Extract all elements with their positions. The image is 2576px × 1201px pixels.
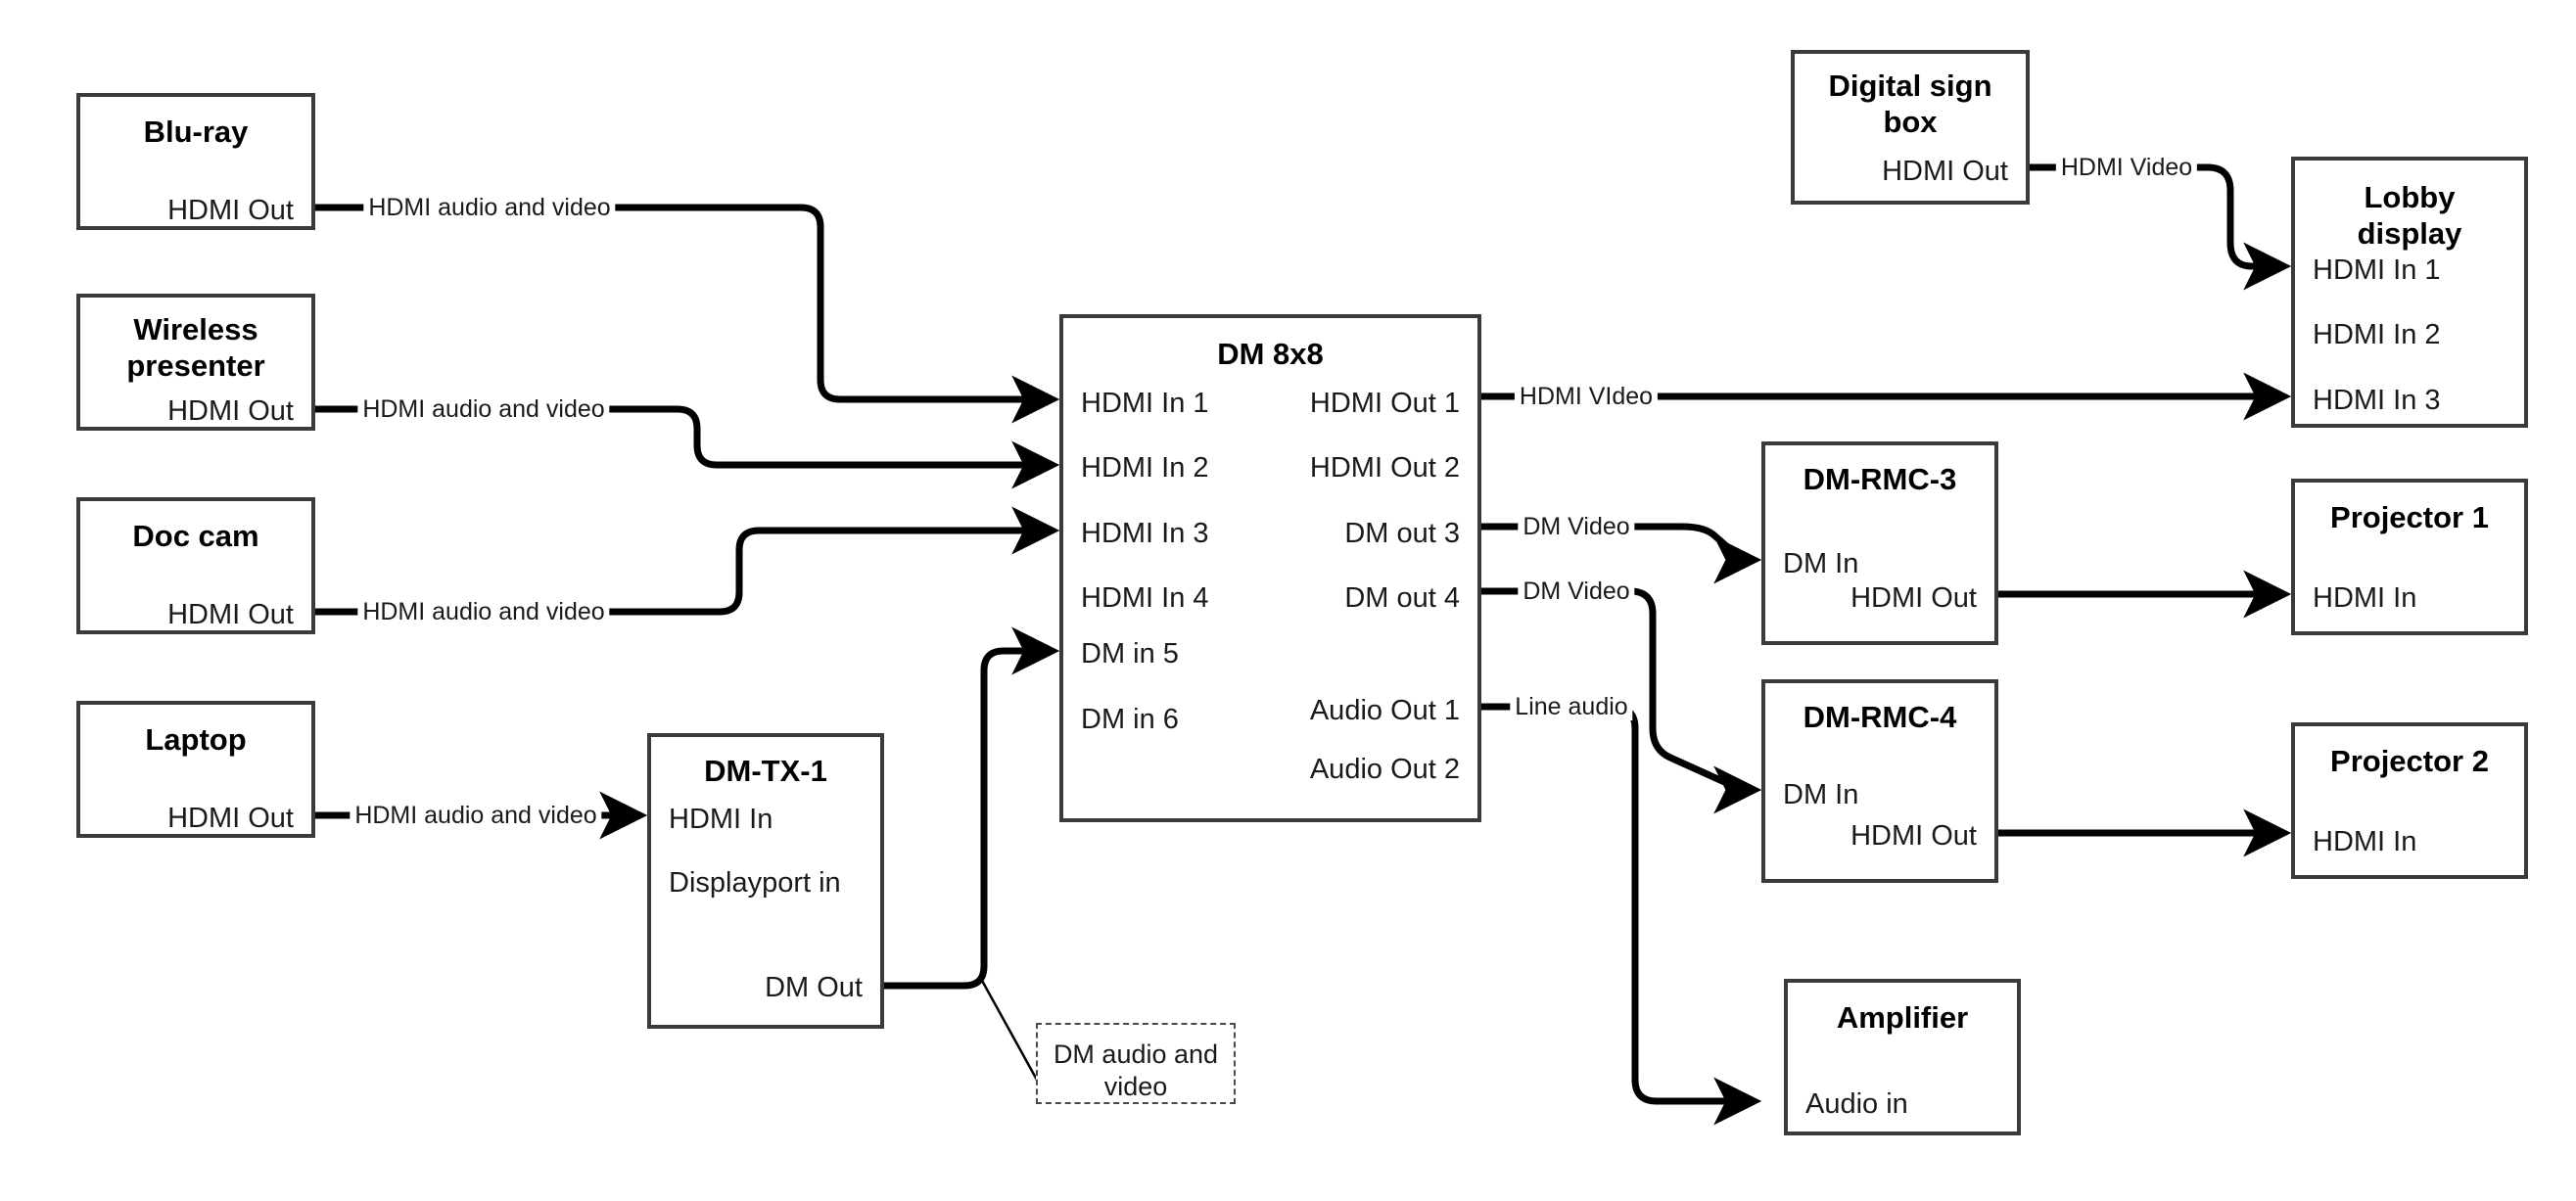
wire-label-dm-out-3-to-rmc-3: DM Video	[1518, 513, 1635, 540]
callout-leader-line	[979, 978, 1040, 1083]
wire-label-bluray-to-hdmi-in-1: HDMI audio and video	[363, 194, 616, 221]
wire-bluray-to-hdmi-in-1	[315, 204, 1060, 424]
node-dm-tx-1[interactable]: DM-TX-1 HDMI In Displayport in DM Out	[647, 733, 884, 1029]
node-wireless-presenter-title-line-1: Wireless	[133, 312, 258, 346]
node-amplifier-port-audio-in[interactable]: Audio in	[1805, 1088, 1908, 1120]
node-dm-rmc-4-port-hdmi-out[interactable]: HDMI Out	[1850, 820, 1977, 852]
node-dm-8x8[interactable]: DM 8x8 HDMI In 1 HDMI In 2 HDMI In 3 HDM…	[1059, 314, 1481, 822]
node-lobby-display-port-hdmi-in-2[interactable]: HDMI In 2	[2313, 319, 2441, 350]
node-dm-8x8-port-dm-out-3[interactable]: DM out 3	[1344, 518, 1460, 549]
node-dm-tx-1-port-displayport-in[interactable]: Displayport in	[669, 867, 841, 899]
node-dm-8x8-port-dm-in-6[interactable]: DM in 6	[1081, 704, 1179, 735]
wire-label-digital-sign-to-lobby-in-1: HDMI Video	[2055, 154, 2198, 181]
node-projector-2[interactable]: Projector 2 HDMI In	[2291, 722, 2528, 879]
node-projector-1[interactable]: Projector 1 HDMI In	[2291, 479, 2528, 635]
node-dm-8x8-port-dm-out-4[interactable]: DM out 4	[1344, 582, 1460, 614]
node-wireless-presenter-port-hdmi-out[interactable]: HDMI Out	[167, 395, 294, 427]
node-dm-8x8-port-audio-out-2[interactable]: Audio Out 2	[1309, 754, 1460, 785]
wire-label-laptop-to-dmtx1: HDMI audio and video	[350, 802, 602, 829]
node-dm-8x8-port-hdmi-in-4[interactable]: HDMI In 4	[1081, 582, 1209, 614]
node-blu-ray[interactable]: Blu-ray HDMI Out	[76, 93, 315, 230]
node-dm-8x8-port-hdmi-in-1[interactable]: HDMI In 1	[1081, 388, 1209, 419]
node-amplifier-title: Amplifier	[1836, 1000, 1969, 1035]
wire-label-dm-out-4-to-rmc-4: DM Video	[1518, 577, 1635, 605]
node-projector-1-port-hdmi-in[interactable]: HDMI In	[2313, 582, 2417, 614]
wire-dm-out-3-to-rmc-3	[1481, 523, 1762, 584]
node-lobby-display-port-hdmi-in-1[interactable]: HDMI In 1	[2313, 254, 2441, 286]
node-laptop-port-hdmi-out[interactable]: HDMI Out	[167, 803, 294, 834]
node-dm-rmc-3-title: DM-RMC-3	[1803, 462, 1957, 496]
callout-text: DM audio and video	[1053, 1039, 1219, 1101]
node-dm-rmc-4-title: DM-RMC-4	[1803, 700, 1957, 734]
node-lobby-display-title-line-2: display	[2357, 216, 2462, 251]
node-wireless-presenter-title-line-2: presenter	[126, 348, 265, 383]
wire-label-doccam-to-hdmi-in-3: HDMI audio and video	[357, 598, 610, 625]
node-projector-2-port-hdmi-in[interactable]: HDMI In	[2313, 826, 2417, 857]
wire-digital-sign-to-lobby-in-1	[2030, 163, 2292, 291]
wire-label-wireless-to-hdmi-in-2: HDMI audio and video	[357, 395, 610, 423]
callout-dm-audio-and-video: DM audio and video	[1036, 1023, 1236, 1104]
node-lobby-display-port-hdmi-in-3[interactable]: HDMI In 3	[2313, 385, 2441, 416]
node-digital-sign-box-title-line-2: box	[1883, 105, 1938, 139]
node-dm-rmc-4-port-dm-in[interactable]: DM In	[1783, 779, 1859, 810]
node-digital-sign-box-port-hdmi-out[interactable]: HDMI Out	[1882, 156, 2008, 187]
node-dm-rmc-3-port-hdmi-out[interactable]: HDMI Out	[1850, 582, 1977, 614]
node-laptop-title: Laptop	[145, 722, 247, 757]
node-dm-rmc-3-port-dm-in[interactable]: DM In	[1783, 548, 1859, 579]
node-digital-sign-box-title-line-1: Digital sign	[1828, 69, 1992, 103]
node-doc-cam[interactable]: Doc cam HDMI Out	[76, 497, 315, 634]
node-dm-8x8-port-hdmi-out-1[interactable]: HDMI Out 1	[1309, 388, 1460, 419]
node-projector-1-title: Projector 1	[2330, 500, 2489, 534]
wire-audio-out-1-to-amplifier	[1481, 703, 1762, 1126]
wire-label-hdmi-out-1-to-lobby-in-3: HDMI VIdeo	[1514, 383, 1659, 410]
wire-doccam-to-hdmi-in-3	[315, 506, 1060, 616]
node-dm-tx-1-port-dm-out[interactable]: DM Out	[765, 972, 863, 1003]
node-amplifier[interactable]: Amplifier Audio in	[1784, 979, 2021, 1135]
node-projector-2-title: Projector 2	[2330, 744, 2489, 778]
wire-dmtx1-to-dm-in-5	[884, 626, 1060, 990]
wire-wireless-to-hdmi-in-2	[315, 405, 1060, 489]
node-dm-rmc-3[interactable]: DM-RMC-3 DM In HDMI Out	[1761, 441, 1998, 645]
node-laptop[interactable]: Laptop HDMI Out	[76, 701, 315, 838]
node-dm-8x8-port-hdmi-out-2[interactable]: HDMI Out 2	[1309, 452, 1460, 484]
node-dm-tx-1-title: DM-TX-1	[704, 754, 827, 788]
node-lobby-display[interactable]: Lobby display HDMI In 1 HDMI In 2 HDMI I…	[2291, 157, 2528, 428]
node-dm-8x8-port-hdmi-in-2[interactable]: HDMI In 2	[1081, 452, 1209, 484]
node-doc-cam-title: Doc cam	[132, 519, 259, 553]
node-blu-ray-title: Blu-ray	[143, 115, 249, 149]
node-dm-8x8-port-hdmi-in-3[interactable]: HDMI In 3	[1081, 518, 1209, 549]
node-dm-tx-1-port-hdmi-in[interactable]: HDMI In	[669, 804, 773, 835]
node-blu-ray-port-hdmi-out[interactable]: HDMI Out	[167, 195, 294, 226]
node-digital-sign-box[interactable]: Digital sign box HDMI Out	[1791, 50, 2030, 205]
wire-dm-out-4-to-rmc-4	[1481, 587, 1762, 814]
node-dm-8x8-title: DM 8x8	[1217, 337, 1324, 371]
node-dm-rmc-4[interactable]: DM-RMC-4 DM In HDMI Out	[1761, 679, 1998, 883]
wire-label-audio-out-1-to-amplifier: Line audio	[1510, 693, 1633, 720]
node-wireless-presenter[interactable]: Wireless presenter HDMI Out	[76, 294, 315, 431]
node-dm-8x8-port-dm-in-5[interactable]: DM in 5	[1081, 638, 1179, 670]
node-lobby-display-title-line-1: Lobby	[2364, 180, 2456, 214]
node-doc-cam-port-hdmi-out[interactable]: HDMI Out	[167, 599, 294, 630]
node-dm-8x8-port-audio-out-1[interactable]: Audio Out 1	[1309, 695, 1460, 726]
